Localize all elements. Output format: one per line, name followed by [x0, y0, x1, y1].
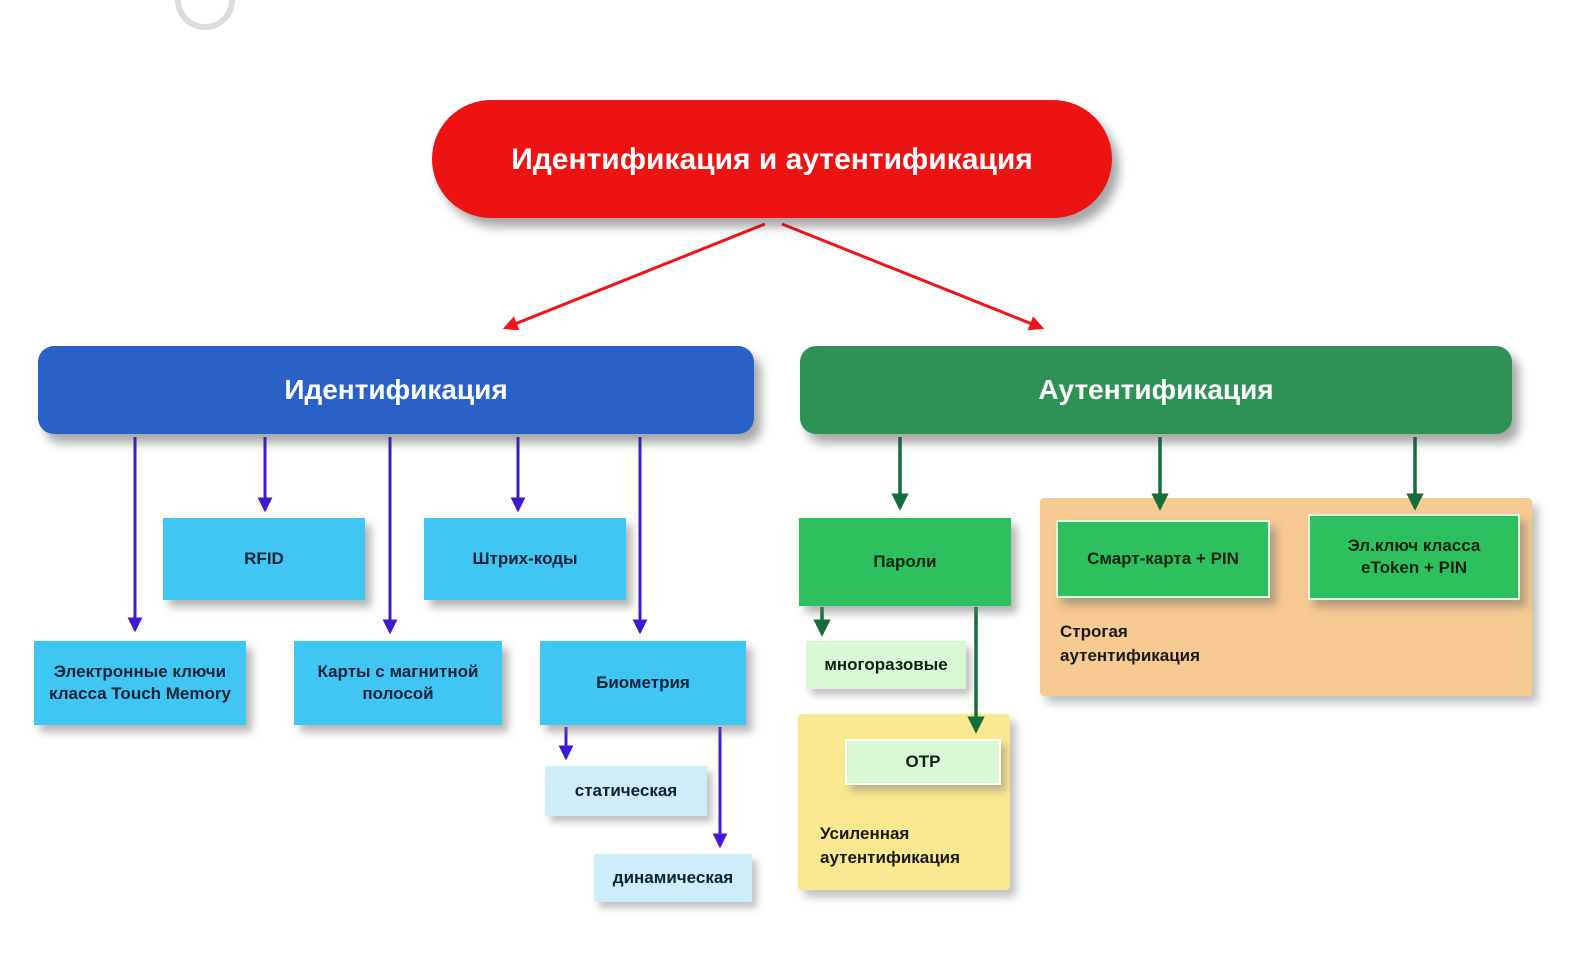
biometrics-node: Биометрия	[540, 641, 746, 725]
etoken-node: Эл.ключ класса eToken + PIN	[1308, 514, 1520, 600]
authentication-node: Аутентификация	[800, 346, 1512, 434]
static-biometrics-node: статическая	[545, 766, 707, 816]
passwords-node: Пароли	[799, 518, 1011, 606]
arrow-root-identification	[502, 222, 766, 331]
smart-card-node: Смарт-карта + PIN	[1056, 520, 1270, 598]
dynamic-biometrics-node: динамическая	[594, 854, 752, 902]
otp-node: OTP	[845, 739, 1001, 785]
touch-memory-node: Электронные ключи класса Touch Memory	[34, 641, 246, 725]
identification-node: Идентификация	[38, 346, 754, 434]
arrow-root-authentication	[781, 222, 1045, 331]
barcodes-node: Штрих-коды	[424, 518, 626, 600]
magnetic-cards-node: Карты с магнитной полосой	[294, 641, 502, 725]
reusable-passwords-node: многоразовые	[806, 641, 966, 689]
strong-auth-caption: Строгая аутентификация	[1060, 622, 1201, 665]
root-node: Идентификация и аутентификация	[432, 100, 1112, 218]
rfid-node: RFID	[163, 518, 365, 600]
enhanced-auth-caption: Усиленная аутентификация	[820, 824, 961, 867]
decorative-arc	[175, 0, 235, 30]
